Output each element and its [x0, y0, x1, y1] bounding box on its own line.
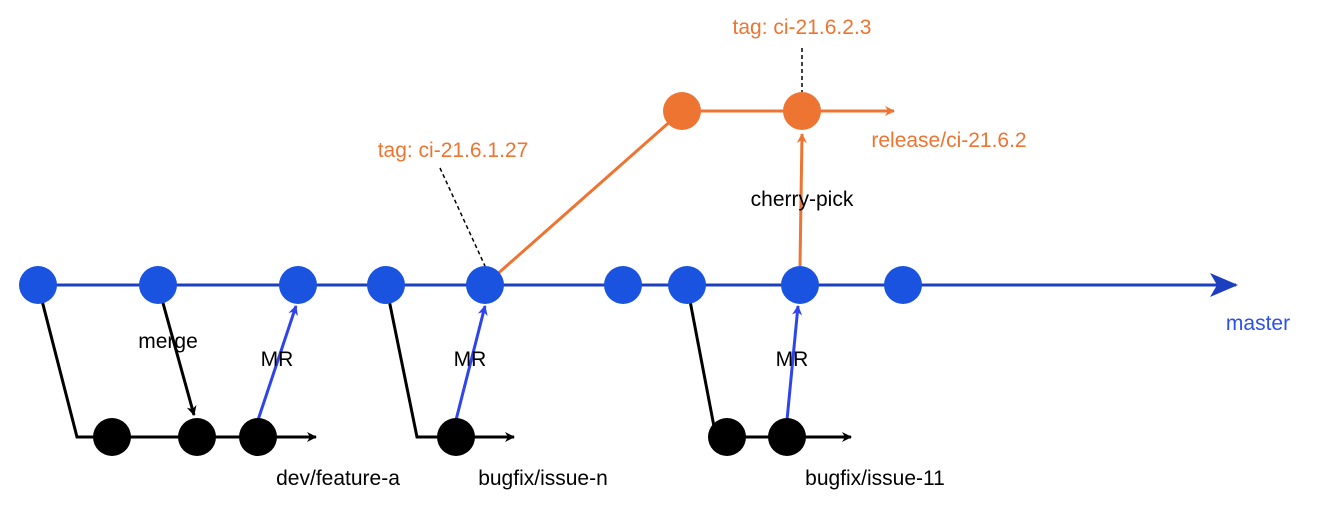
- issue-11-branch-off-line: [685, 284, 718, 438]
- merge-label: merge: [138, 330, 198, 353]
- tag-label-1: tag: ci-21.6.1.27: [378, 139, 529, 162]
- release-commit: [663, 92, 701, 130]
- mr-arrow-issue-n: [454, 305, 488, 421]
- issue-11-commit: [768, 418, 806, 456]
- issue-n-branch-label: bugfix/issue-n: [478, 467, 608, 490]
- mr-arrow-issue-11: [785, 305, 803, 421]
- feature-a-commit: [239, 418, 277, 456]
- release-branch-off-line: [484, 109, 683, 287]
- mr-label-issue-n: MR: [454, 348, 487, 371]
- master-commit: [781, 266, 819, 304]
- merge-arrow: [156, 284, 197, 416]
- master-branch-label: master: [1226, 312, 1290, 335]
- tag-leader-1: [439, 167, 486, 267]
- master-commit: [884, 266, 922, 304]
- master-commit: [139, 266, 177, 304]
- mr-label-issue-11: MR: [776, 348, 809, 371]
- master-commit: [668, 266, 706, 304]
- feature-a-commit: [178, 418, 216, 456]
- issue-11-commit: [708, 418, 746, 456]
- mr-label-feature-a: MR: [261, 348, 294, 371]
- issue-n-commit: [437, 418, 475, 456]
- cherry-pick-arrow: [796, 133, 807, 267]
- issue-11-branch-label: bugfix/issue-11: [805, 467, 945, 490]
- release-branch-label: release/ci-21.6.2: [871, 129, 1026, 152]
- issue-n-branch-off-line: [384, 284, 456, 439]
- master-commit: [19, 266, 57, 304]
- feature-a-commit: [93, 418, 131, 456]
- tag-label-2: tag: ci-21.6.2.3: [733, 16, 872, 39]
- master-commit: [604, 266, 642, 304]
- mr-arrow-feature-a: [256, 305, 298, 421]
- feature-a-branch-label: dev/feature-a: [276, 467, 400, 490]
- master-commit: [466, 266, 504, 304]
- cherry-pick-label: cherry-pick: [751, 188, 854, 211]
- release-commit: [783, 92, 821, 130]
- master-commit: [367, 266, 405, 304]
- feature-a-branch-off-line: [36, 284, 112, 439]
- master-commit: [279, 266, 317, 304]
